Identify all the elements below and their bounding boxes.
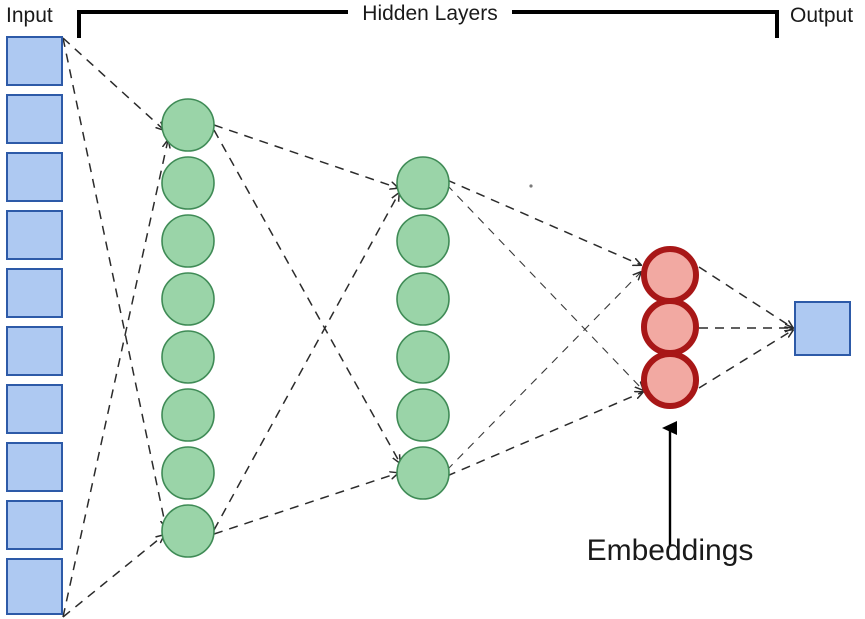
edge	[62, 37, 164, 130]
input-node[interactable]	[6, 94, 63, 144]
bracket-right-tick	[512, 10, 779, 38]
hidden-layers-label: Hidden Layers	[362, 2, 497, 25]
hidden-node[interactable]	[161, 330, 215, 384]
embeddings-label: Embeddings	[587, 534, 754, 567]
edges-embeddings-to-output	[698, 266, 793, 389]
edge	[62, 37, 166, 528]
hidden-node[interactable]	[396, 388, 450, 442]
stray-dot-artifact	[529, 184, 533, 188]
output-layer	[794, 301, 851, 356]
hidden-layer-1	[161, 98, 215, 558]
output-label: Output	[790, 4, 853, 27]
edge	[213, 193, 399, 531]
input-node[interactable]	[6, 152, 63, 202]
output-node[interactable]	[794, 301, 851, 356]
edge	[698, 330, 793, 389]
hidden-node[interactable]	[161, 214, 215, 268]
edge	[62, 535, 164, 618]
input-node[interactable]	[6, 210, 63, 260]
hidden-node[interactable]	[161, 504, 215, 558]
hidden-node[interactable]	[161, 98, 215, 152]
hidden-layer-2	[396, 156, 450, 500]
edge	[446, 179, 641, 265]
edges-hidden2-to-embeddings	[446, 179, 643, 477]
hidden-node[interactable]	[161, 272, 215, 326]
edge	[446, 392, 643, 477]
embedding-node[interactable]	[641, 246, 699, 304]
input-node[interactable]	[6, 500, 63, 550]
edge	[62, 140, 168, 618]
edge	[446, 272, 641, 471]
bracket-left-tick	[77, 10, 348, 38]
embedding-node[interactable]	[641, 298, 699, 356]
edge	[213, 473, 398, 535]
hidden-node[interactable]	[396, 156, 450, 210]
input-node[interactable]	[6, 384, 63, 434]
edges-hidden1-to-hidden2	[213, 124, 400, 535]
hidden-layers-bracket	[77, 10, 779, 38]
hidden-node[interactable]	[396, 272, 450, 326]
input-node[interactable]	[6, 36, 63, 86]
edge	[213, 129, 400, 463]
input-node[interactable]	[6, 558, 63, 615]
input-node[interactable]	[6, 442, 63, 492]
hidden-node[interactable]	[396, 446, 450, 500]
input-layer	[6, 36, 63, 615]
hidden-node[interactable]	[161, 156, 215, 210]
embeddings-layer	[641, 246, 699, 409]
edge	[698, 266, 793, 328]
input-node[interactable]	[6, 326, 63, 376]
edges-input-to-hidden1	[62, 37, 168, 618]
edge	[446, 184, 643, 390]
hidden-node[interactable]	[161, 388, 215, 442]
hidden-node[interactable]	[396, 214, 450, 268]
input-node[interactable]	[6, 268, 63, 318]
embedding-node[interactable]	[641, 351, 699, 409]
hidden-node[interactable]	[396, 330, 450, 384]
input-label: Input	[6, 4, 53, 27]
hidden-node[interactable]	[161, 446, 215, 500]
edge	[213, 124, 398, 188]
